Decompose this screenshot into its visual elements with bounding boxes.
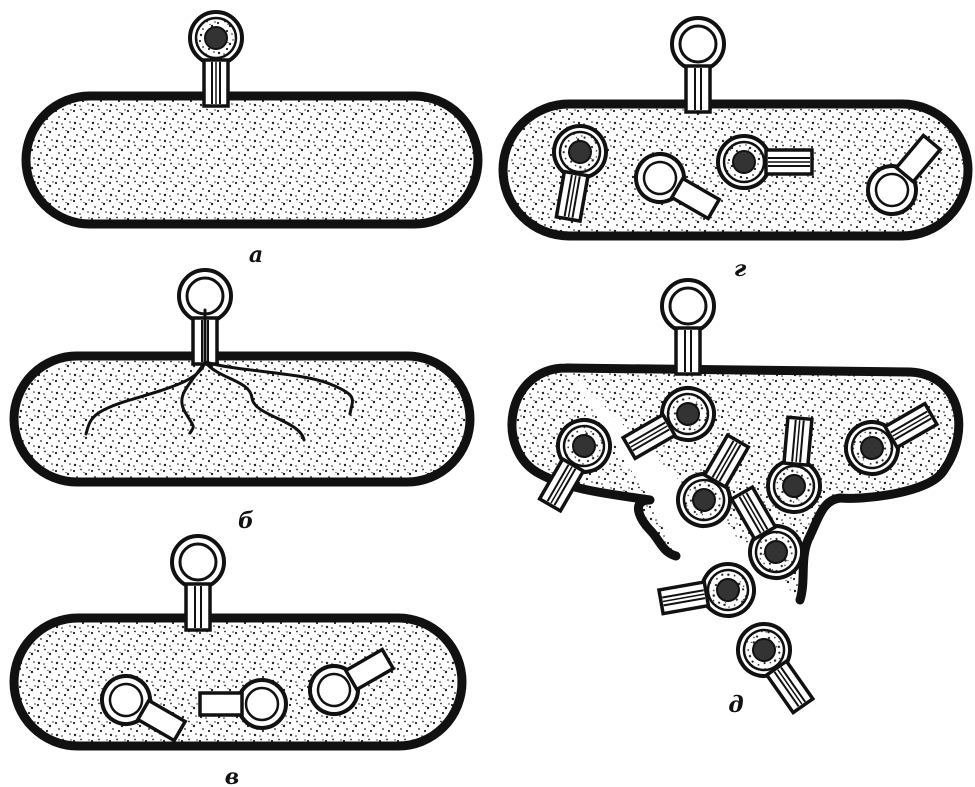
bacterial-cell <box>26 96 478 224</box>
attached-phage-empty <box>672 18 724 112</box>
bacterial-cell <box>14 356 470 482</box>
panel-label: б <box>238 508 254 534</box>
bacterial-cell <box>14 618 462 746</box>
panel-label: г <box>734 256 747 282</box>
panel-label: д <box>728 692 743 718</box>
panel-b: б <box>14 270 470 534</box>
attached-phage-empty <box>662 280 714 374</box>
panel-a: а <box>26 12 478 268</box>
panel-g: г <box>503 18 968 282</box>
released-phage <box>657 560 759 628</box>
panel-v: в <box>14 536 462 787</box>
panel-label: в <box>225 764 239 787</box>
panel-d: д <box>512 280 959 721</box>
panel-label: а <box>249 242 263 268</box>
